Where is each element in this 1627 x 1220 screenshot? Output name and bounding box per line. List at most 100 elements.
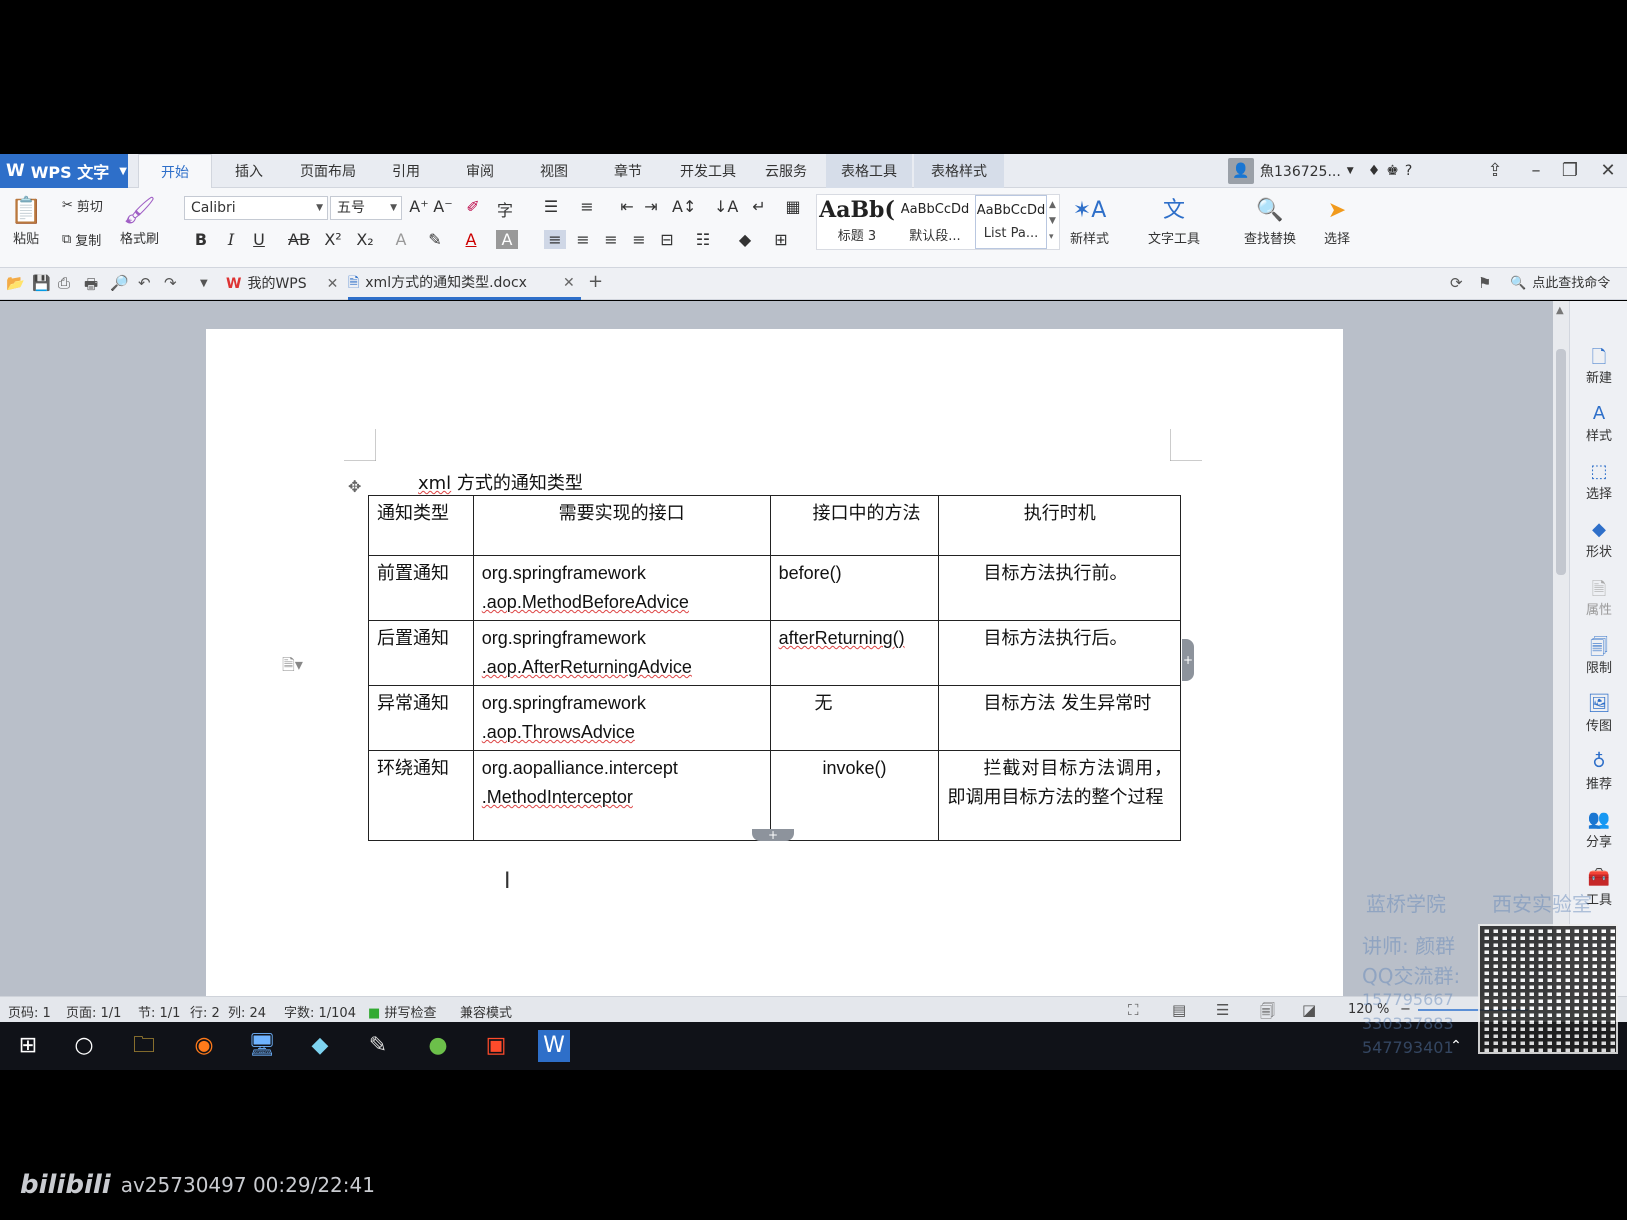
bold-icon[interactable]: B [194, 230, 208, 249]
timing-cell[interactable]: 目标方法执行前。 [938, 555, 1181, 621]
panel-properties[interactable]: 🗎属性 [1570, 577, 1627, 618]
font-name-select[interactable]: Calibri ▼ [184, 196, 328, 220]
wps-taskbar-icon[interactable]: W [538, 1030, 570, 1062]
print-preview-icon[interactable]: 🔎 [110, 274, 129, 292]
tab-table-tools[interactable]: 表格工具 [826, 154, 912, 188]
method-cell[interactable]: before() [769, 555, 940, 621]
sync-icon[interactable]: ⟳ [1450, 274, 1463, 292]
new-tab-icon[interactable]: + [588, 271, 604, 292]
shading-icon[interactable]: ◆ [738, 230, 752, 249]
show-marks-icon[interactable]: ↵ [752, 197, 766, 216]
panel-restrict[interactable]: 🗐限制 [1570, 635, 1627, 676]
vertical-scrollbar[interactable]: ▲ [1553, 301, 1569, 996]
undo-icon[interactable]: ↶ [138, 274, 151, 292]
windows-start-icon[interactable]: ⊞ [18, 1033, 38, 1058]
reading-mode-icon[interactable]: ◪ [1302, 1001, 1317, 1019]
tab-developer[interactable]: 开发工具 [680, 164, 736, 180]
paste-button[interactable]: 📋 粘贴 [10, 194, 42, 247]
panel-recommend[interactable]: ♁推荐 [1570, 751, 1627, 792]
copy-button[interactable]: ⧉ 复制 [62, 230, 101, 249]
char-shading-icon[interactable]: A [496, 230, 518, 249]
chevron-down-icon[interactable]: ▼ [200, 278, 208, 289]
superscript-icon[interactable]: X² [324, 230, 342, 249]
panel-upload-image[interactable]: 🖼传图 [1570, 693, 1627, 734]
font-size-select[interactable]: 五号 ▼ [330, 196, 402, 220]
close-button[interactable]: ✕ [1600, 160, 1616, 181]
distributed-icon[interactable]: ⊟ [660, 230, 674, 249]
tab-page-layout[interactable]: 页面布局 [300, 164, 356, 180]
strikethrough-icon[interactable]: AB [288, 230, 310, 249]
tab-view[interactable]: 视图 [540, 164, 568, 180]
page-view-icon[interactable]: ▤ [1172, 1001, 1187, 1019]
file-explorer-icon[interactable]: 🗀 [132, 1033, 155, 1058]
tray-chevron-icon[interactable]: ⌃ [1450, 1038, 1462, 1054]
format-painter-button[interactable]: 🖌 格式刷 [120, 194, 159, 247]
panel-select[interactable]: ⬚选择 [1570, 461, 1627, 502]
notes-app-icon[interactable]: ◆ [311, 1033, 329, 1058]
close-icon[interactable]: ✕ [562, 274, 575, 291]
borders-icon[interactable]: ⊞ [774, 230, 788, 249]
clear-format-icon[interactable]: ✐ [466, 197, 480, 216]
close-icon[interactable]: ✕ [326, 276, 339, 292]
interface-cell[interactable]: org.springframework .aop.AfterReturningA… [472, 620, 771, 686]
paragraph-handle-icon[interactable]: 🗎▾ [282, 655, 303, 674]
status-word-count[interactable]: 字数: 1/104 [284, 1006, 356, 1021]
fullscreen-icon[interactable]: ⛶ [1128, 1001, 1139, 1019]
tab-document[interactable]: 🗎 xml方式的通知类型.docx ✕ [348, 268, 581, 300]
decrease-indent-icon[interactable]: ⇤ [620, 197, 634, 216]
header-cell[interactable]: 通知类型 [368, 495, 474, 556]
flag-icon[interactable]: ⚑ [1478, 274, 1492, 292]
add-row-button[interactable]: + [752, 829, 794, 841]
redo-icon[interactable]: ↷ [164, 274, 177, 292]
wps-app-menu[interactable]: W WPS 文字 ▼ [0, 154, 128, 188]
style-scroll-icon[interactable]: ▲▼▾ [1049, 200, 1056, 242]
sort-icon[interactable]: ↓A [714, 197, 739, 216]
command-search[interactable]: 🔍 点此查找命令 [1510, 268, 1610, 300]
zoom-out-icon[interactable]: − [1400, 1002, 1411, 1017]
interface-cell[interactable]: org.springframework .aop.ThrowsAdvice [472, 685, 771, 751]
shirt-icon[interactable]: ♚ [1386, 163, 1399, 179]
shrink-font-icon[interactable]: A⁻ [433, 197, 453, 216]
tab-cloud[interactable]: 云服务 [765, 164, 807, 180]
tab-table-styles[interactable]: 表格样式 [914, 154, 1004, 188]
type-cell[interactable]: 环绕通知 [368, 750, 474, 841]
timing-cell[interactable]: 目标方法执行后。 [938, 620, 1181, 686]
underline-icon[interactable]: U [253, 230, 265, 249]
header-cell[interactable]: 执行时机 [938, 495, 1181, 556]
paint-app-icon[interactable]: ✎ [368, 1033, 388, 1058]
type-cell[interactable]: 后置通知 [368, 620, 474, 686]
text-tools-button[interactable]: 文 文字工具 [1148, 194, 1200, 247]
bullet-list-icon[interactable]: ☰ [543, 197, 559, 216]
table-move-icon[interactable]: ✥ [348, 477, 362, 496]
tab-my-wps[interactable]: W 我的WPS ✕ [226, 268, 338, 300]
document-page[interactable]: ✥ 🗎▾ xml 方式的通知类型 通知类型 需要实现的接口 接口中的方法 执行时… [206, 329, 1343, 996]
panel-new[interactable]: 🗋新建 [1570, 345, 1627, 386]
numbered-list-icon[interactable]: ≡ [580, 197, 594, 216]
spell-check-toggle[interactable]: ■ 拼写检查 [368, 1002, 436, 1021]
method-cell[interactable]: 无 [769, 685, 940, 751]
cortana-icon[interactable]: ○ [74, 1033, 94, 1058]
skin-icon[interactable]: ♦ [1367, 163, 1381, 179]
export-pdf-icon[interactable]: ⎙ [58, 274, 71, 292]
print-icon[interactable]: 🖶 [84, 275, 99, 293]
header-cell[interactable]: 需要实现的接口 [472, 495, 771, 556]
type-cell[interactable]: 前置通知 [368, 555, 474, 621]
panel-shapes[interactable]: ◆形状 [1570, 519, 1627, 560]
new-style-button[interactable]: ✶A 新样式 [1070, 194, 1109, 247]
subscript-icon[interactable]: X₂ [356, 230, 374, 249]
scrollbar-thumb[interactable] [1556, 349, 1566, 575]
grow-font-icon[interactable]: A⁺ [409, 197, 429, 216]
add-column-button[interactable]: + [1182, 639, 1194, 681]
upload-icon[interactable]: ⇪ [1487, 160, 1503, 181]
restore-button[interactable]: ❐ [1561, 160, 1579, 181]
tab-chapter[interactable]: 章节 [614, 164, 642, 180]
align-right-icon[interactable]: ≡ [604, 230, 618, 249]
panel-share[interactable]: 👥分享 [1570, 809, 1627, 850]
zoom-level[interactable]: 120 % [1348, 1002, 1390, 1017]
scroll-up-icon[interactable]: ▲ [1556, 305, 1564, 316]
computer-icon[interactable]: 🖥 [248, 1033, 276, 1058]
help-icon[interactable]: ? [1404, 163, 1413, 179]
minimize-button[interactable]: – [1531, 160, 1541, 181]
text-effect-icon[interactable]: A [395, 230, 407, 249]
